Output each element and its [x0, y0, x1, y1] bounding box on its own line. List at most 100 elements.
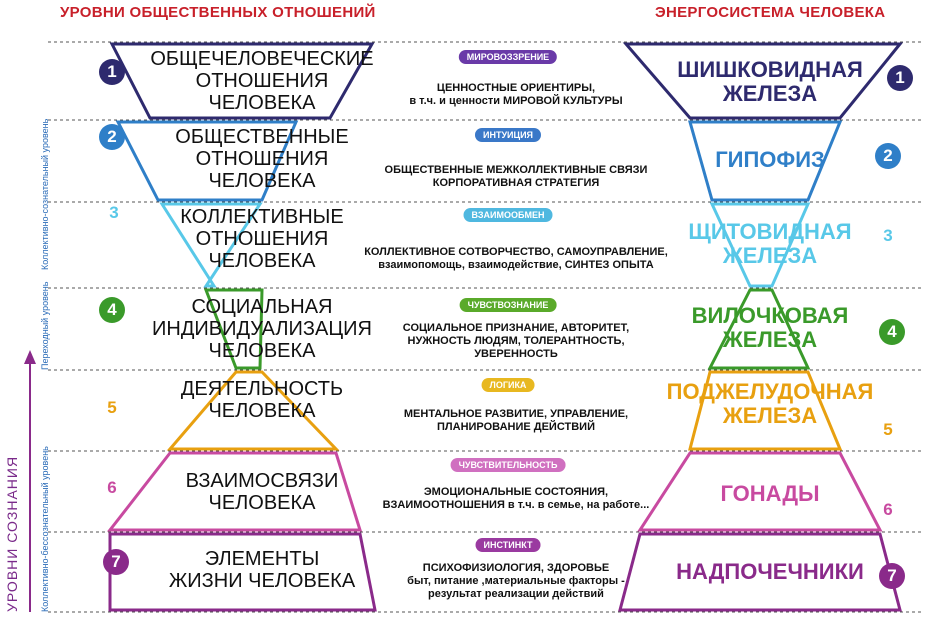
level-description-line: СОЦИАЛЬНОЕ ПРИЗНАНИЕ, АВТОРИТЕТ, — [402, 322, 630, 334]
quality-pill: ЛОГИКА — [481, 378, 535, 392]
right-trapezoid — [637, 451, 883, 532]
right-trapezoid — [688, 370, 843, 451]
level-number-right: 1 — [887, 65, 913, 91]
level-title-line: КОЛЛЕКТИВНЫЕ — [180, 206, 344, 228]
left-trapezoid — [108, 532, 377, 612]
level-title-line: ОТНОШЕНИЯ — [195, 70, 329, 92]
level-description-line: в т.ч. и ценности МИРОВОЙ КУЛЬТУРЫ — [409, 95, 623, 107]
level-title-line: ОБЩЕСТВЕННЫЕ — [175, 126, 349, 148]
consciousness-arrow-label: УРОВНИ СОЗНАНИЯ — [4, 455, 20, 612]
level-number-right: 3 — [883, 226, 893, 245]
level-description: ЭМОЦИОНАЛЬНЫЕ СОСТОЯНИЯ,ВЗАИМООТНОШЕНИЯ … — [383, 486, 650, 512]
level-description-line: быт, питание ,материальные факторы - — [407, 575, 625, 587]
level-description-line: МЕНТАЛЬНОЕ РАЗВИТИЕ, УПРАВЛЕНИЕ, — [403, 408, 629, 420]
gland-name-line: ЖЕЛЕЗА — [722, 243, 818, 268]
level-description-line: взаимопомощь, взаимодействие, СИНТЕЗ ОПЫ… — [378, 259, 654, 271]
side-label-middle: Переходный уровень — [40, 281, 50, 370]
level-description-line: ЦЕННОСТНЫЕ ОРИЕНТИРЫ, — [436, 82, 596, 94]
level-number-right: 5 — [883, 420, 893, 439]
left-trapezoid — [159, 202, 263, 288]
level-description: СОЦИАЛЬНОЕ ПРИЗНАНИЕ, АВТОРИТЕТ,НУЖНОСТЬ… — [403, 322, 629, 361]
level-title-line: ИНДИВИДУАЛИЗАЦИЯ — [152, 318, 372, 340]
level-description-line: УВЕРЕННОСТЬ — [474, 348, 558, 360]
level-title-line: ЧЕЛОВЕКА — [208, 400, 316, 422]
gland-name-line: ШИШКОВИДНАЯ — [677, 57, 863, 82]
level-description-line: ПЛАНИРОВАНИЕ ДЕЙСТВИЙ — [437, 421, 595, 433]
right-header: ЭНЕРГОСИСТЕМА ЧЕЛОВЕКА — [655, 4, 886, 21]
level-number-left: 2 — [99, 124, 125, 150]
level-description-line: КОРПОРАТИВНАЯ СТРАТЕГИЯ — [432, 177, 600, 189]
level-number-left: 4 — [99, 297, 125, 323]
right-trapezoid — [688, 120, 843, 202]
quality-pill: МИРОВОЗЗРЕНИЕ — [458, 50, 558, 64]
level-description-line: КОЛЛЕКТИВНОЕ СОТВОРЧЕСТВО, САМОУПРАВЛЕНИ… — [364, 246, 668, 258]
gland-name-line: ВИЛОЧКОВАЯ — [691, 303, 849, 328]
side-label-upper: Коллективно-сознательный уровень — [40, 118, 50, 270]
level-title-line: ЧЕЛОВЕКА — [208, 92, 316, 114]
level-number-right: 2 — [875, 143, 901, 169]
right-trapezoid — [707, 288, 811, 370]
level-title-line: ВЗАИМОСВЯЗИ — [185, 470, 339, 492]
level-description: ЦЕННОСТНЫЕ ОРИЕНТИРЫ,в т.ч. и ценности М… — [409, 82, 622, 108]
gland-name-line: ЖЕЛЕЗА — [722, 81, 818, 106]
level-number-right: 4 — [879, 319, 905, 345]
quality-pill: ЧУВСТВИТЕЛЬНОСТЬ — [450, 458, 566, 472]
gland-name-line: ЖЕЛЕЗА — [722, 403, 818, 428]
gland-name-line: НАДПОЧЕЧНИКИ — [676, 559, 864, 584]
gland-name-line: ПОДЖЕЛУДОЧНАЯ — [666, 379, 874, 404]
level-title-line: ОТНОШЕНИЯ — [195, 148, 329, 170]
right-trapezoid — [622, 42, 904, 120]
left-header: УРОВНИ ОБЩЕСТВЕННЫХ ОТНОШЕНИЙ — [60, 4, 376, 21]
level-number-left: 5 — [107, 398, 117, 417]
level-number-left: 1 — [99, 59, 125, 85]
level-title-line: СОЦИАЛЬНАЯ — [191, 296, 333, 318]
gland-name-line: ЩИТОВИДНАЯ — [688, 219, 852, 244]
level-number-right: 6 — [883, 500, 893, 519]
side-label-lower: Коллективно-бессознательный уровень — [40, 446, 50, 612]
left-trapezoid — [115, 120, 299, 202]
level-title-line: ДЕЯТЕЛЬНОСТЬ — [180, 378, 344, 400]
level-title-line: ЖИЗНИ ЧЕЛОВЕКА — [168, 570, 356, 592]
level-title-line: ОБЩЕЧЕЛОВЕЧЕСКИЕ — [150, 48, 374, 70]
right-trapezoid — [618, 532, 902, 612]
arrow-head — [24, 350, 36, 364]
level-number-left: 7 — [103, 549, 129, 575]
level-description-line: ОБЩЕСТВЕННЫЕ МЕЖКОЛЛЕКТИВНЫЕ СВЯЗИ — [384, 164, 648, 176]
level-title-line: ЧЕЛОВЕКА — [208, 340, 316, 362]
level-title-line: ЭЛЕМЕНТЫ — [204, 548, 320, 570]
level-description-line: результат реализации действий — [428, 588, 604, 600]
left-trapezoid — [166, 370, 340, 451]
level-number-left: 3 — [109, 203, 119, 222]
level-description-line: НУЖНОСТЬ ЛЮДЯМ, ТОЛЕРАНТНОСТЬ, — [407, 335, 625, 347]
gland-name: НАДПОЧЕЧНИКИ — [676, 560, 864, 584]
level-description-line: ЭМОЦИОНАЛЬНЫЕ СОСТОЯНИЯ, — [423, 486, 609, 498]
quality-pill: ИНСТИНКТ — [475, 538, 541, 552]
left-trapezoid — [106, 451, 363, 532]
right-trapezoid — [709, 202, 811, 288]
left-trapezoid — [203, 288, 264, 370]
gland-name-line: ГОНАДЫ — [720, 481, 820, 506]
left-trapezoid — [109, 42, 375, 120]
gland-name: ГОНАДЫ — [720, 482, 819, 506]
gland-name: ГИПОФИЗ — [715, 148, 825, 172]
level-description-line: ПСИХОФИЗИОЛОГИЯ, ЗДОРОВЬЕ — [422, 562, 610, 574]
level-description-line: ВЗАИМООТНОШЕНИЯ в т.ч. в семье, на работ… — [382, 499, 650, 511]
level-title-line: ОТНОШЕНИЯ — [195, 228, 329, 250]
quality-pill: ЧУВСТВОЗНАНИЕ — [459, 298, 557, 312]
gland-name-line: ЖЕЛЕЗА — [722, 327, 818, 352]
level-description: МЕНТАЛЬНОЕ РАЗВИТИЕ, УПРАВЛЕНИЕ,ПЛАНИРОВ… — [404, 408, 628, 434]
